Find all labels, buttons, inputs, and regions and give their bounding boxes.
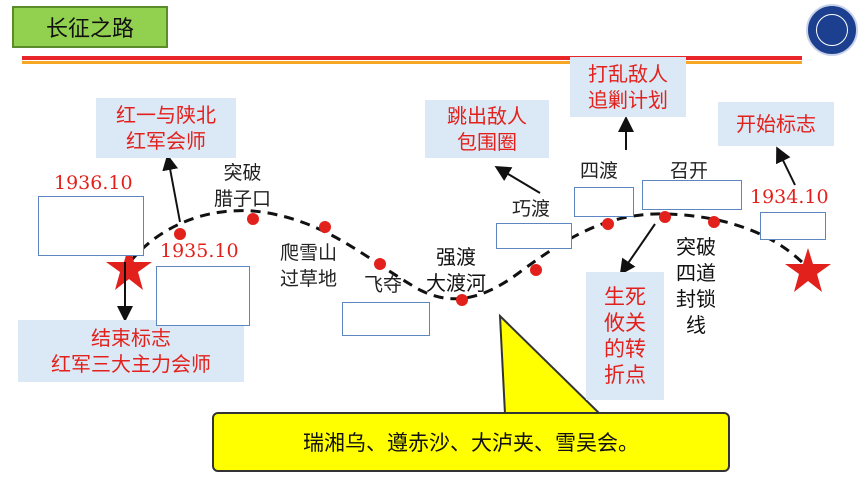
box-end-mark: 结束标志 红军三大主力会师 bbox=[18, 320, 244, 382]
arrow bbox=[776, 146, 796, 186]
label-qiaodu: 巧渡 bbox=[512, 198, 551, 220]
start-star-icon bbox=[785, 248, 831, 292]
callout-pointer bbox=[498, 313, 603, 415]
emblem-icon bbox=[806, 4, 858, 56]
blank-box[interactable] bbox=[642, 180, 742, 210]
label-blockade: 突破 四道 封锁 线 bbox=[676, 235, 716, 337]
box-disrupt-plan: 打乱敌人 追剿计划 bbox=[570, 57, 686, 117]
header-rule-red bbox=[22, 56, 802, 60]
arrow bbox=[494, 165, 541, 194]
route-path bbox=[128, 209, 807, 301]
year-label-1934: 1934.10 bbox=[750, 186, 829, 208]
blank-box[interactable] bbox=[760, 212, 826, 240]
route-dot bbox=[174, 228, 186, 240]
blank-box[interactable] bbox=[156, 266, 250, 326]
page-title: 长征之路 bbox=[12, 6, 168, 48]
year-label-1936: 1936.10 bbox=[54, 172, 133, 194]
route-dot bbox=[708, 216, 720, 228]
end-star-icon bbox=[106, 245, 152, 290]
box-escape-encirclement: 跳出敌人 包围圈 bbox=[425, 100, 549, 158]
route-dot bbox=[456, 294, 468, 306]
header-rule-orange bbox=[22, 61, 802, 64]
box-turning-point: 生死 攸关 的转 折点 bbox=[586, 272, 664, 400]
route-dot bbox=[659, 211, 671, 223]
label-sidu: 四渡 bbox=[580, 160, 619, 182]
route-dot bbox=[374, 258, 386, 270]
route-dot bbox=[247, 213, 259, 225]
blank-box[interactable] bbox=[496, 223, 572, 249]
arrow bbox=[162, 154, 181, 223]
route-dot bbox=[530, 264, 542, 276]
arrow bbox=[619, 223, 656, 276]
label-feiduo: 飞夺 bbox=[364, 274, 403, 296]
route-dot bbox=[602, 218, 614, 230]
label-dadu-river: 强渡 大渡河 bbox=[426, 245, 486, 295]
label-lazikou: 突破 腊子口 bbox=[214, 162, 272, 210]
blank-box[interactable] bbox=[342, 302, 430, 336]
route-dot bbox=[319, 221, 331, 233]
year-label-1935: 1935.10 bbox=[160, 240, 239, 262]
blank-box[interactable] bbox=[38, 196, 144, 256]
blank-box[interactable] bbox=[574, 187, 634, 217]
box-meet-north: 红一与陕北 红军会师 bbox=[96, 98, 236, 158]
label-snow-grassland: 爬雪山 过草地 bbox=[280, 242, 338, 290]
mnemonic-callout: 瑞湘乌、遵赤沙、大泸夹、雪吴会。 bbox=[212, 412, 730, 472]
box-start-mark: 开始标志 bbox=[718, 102, 834, 146]
label-zhaokai: 召开 bbox=[670, 160, 709, 182]
